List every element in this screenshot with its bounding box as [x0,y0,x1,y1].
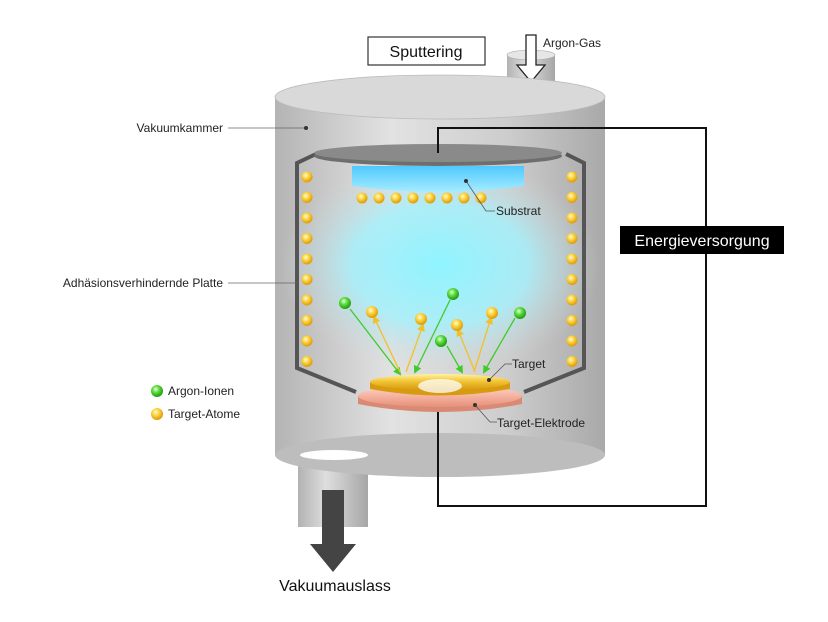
title-box [367,36,486,66]
target-atom [441,192,453,204]
target-atom [356,192,368,204]
atom-path-3 [456,328,476,373]
title-text: Sputtering [390,44,463,61]
target-atom [407,192,419,204]
target-electrode-label: Target-Elektrode [497,416,585,430]
atom-path-4 [473,316,494,373]
plate-atoms-right [566,171,578,367]
argon-gas-arrow-icon [515,34,547,84]
target-atom [301,253,313,265]
ion-trajectories [349,299,516,376]
target-atom [451,319,463,331]
legend-argon-ions-label: Argon-Ionen [168,384,234,398]
atom-trajectories [372,315,494,373]
ion-path-2 [414,299,451,374]
legend-target-atom-icon [151,408,163,420]
plate-atoms-left [301,171,313,367]
target-atom [301,171,313,183]
argon-ion [447,288,459,300]
target-atom [415,313,427,325]
atom-path-1 [372,315,401,373]
argon-ion [514,307,526,319]
adhesion-plate-right [523,152,586,394]
target-atom [566,335,578,347]
target-atom [566,356,578,367]
target-atom [390,192,402,204]
argon-ion [339,297,351,309]
target-atoms-ejected [366,306,498,331]
target-atom [424,192,436,204]
vacuum-outlet-label: Vakuumauslass [279,578,391,595]
target-glow [418,379,462,393]
target-electrode-leader [474,404,497,423]
legend: Argon-Ionen Target-Atome [151,384,240,421]
target-atom [566,171,578,183]
atom-path-2 [405,323,425,373]
legend-target-atoms-label: Target-Atome [168,407,240,421]
target-atom [301,356,313,367]
target-atom [301,274,313,285]
ion-path-3 [446,345,463,374]
argon-ion [435,335,447,347]
legend-argon-ion-icon [151,385,163,397]
target-atom [566,274,578,285]
target-atom [366,306,378,318]
argon-ions [339,288,526,347]
target-atom [373,192,385,204]
substrate-label: Substrat [496,204,541,218]
power-supply-circuit [437,127,707,507]
target-label: Target [512,357,546,371]
target-atom [301,233,313,244]
target-atom [566,192,578,203]
adhesion-plate-label: Adhäsionsverhindernde Platte [63,276,223,290]
target-atom [566,253,578,265]
substrate [352,166,524,192]
vacuum-outlet-arrow-icon [310,490,356,572]
deposited-atoms [356,192,487,204]
target-atom [301,335,313,347]
target-atom [475,192,487,204]
target-atom [566,233,578,244]
outlet-opening [300,450,368,460]
target-atom [301,192,313,203]
target-atom [566,315,578,326]
argon-gas-label: Argon-Gas [543,36,601,50]
target-atom [301,212,313,224]
power-supply-label-box [620,226,784,254]
target-atom [301,315,313,326]
ion-path-4 [483,317,516,374]
target-atom [301,294,313,306]
target-atom [566,294,578,306]
substrate-leader [465,180,495,212]
target-atom [486,307,498,319]
target-leader [488,363,512,381]
plasma-glow [280,155,600,375]
target-atom [566,212,578,224]
vacuum-chamber-label: Vakuumkammer [137,121,223,135]
adhesion-plate-left [295,152,357,394]
ion-path-1 [349,308,402,376]
power-supply-label: Energieversorgung [634,233,769,250]
target-atom [458,192,470,204]
